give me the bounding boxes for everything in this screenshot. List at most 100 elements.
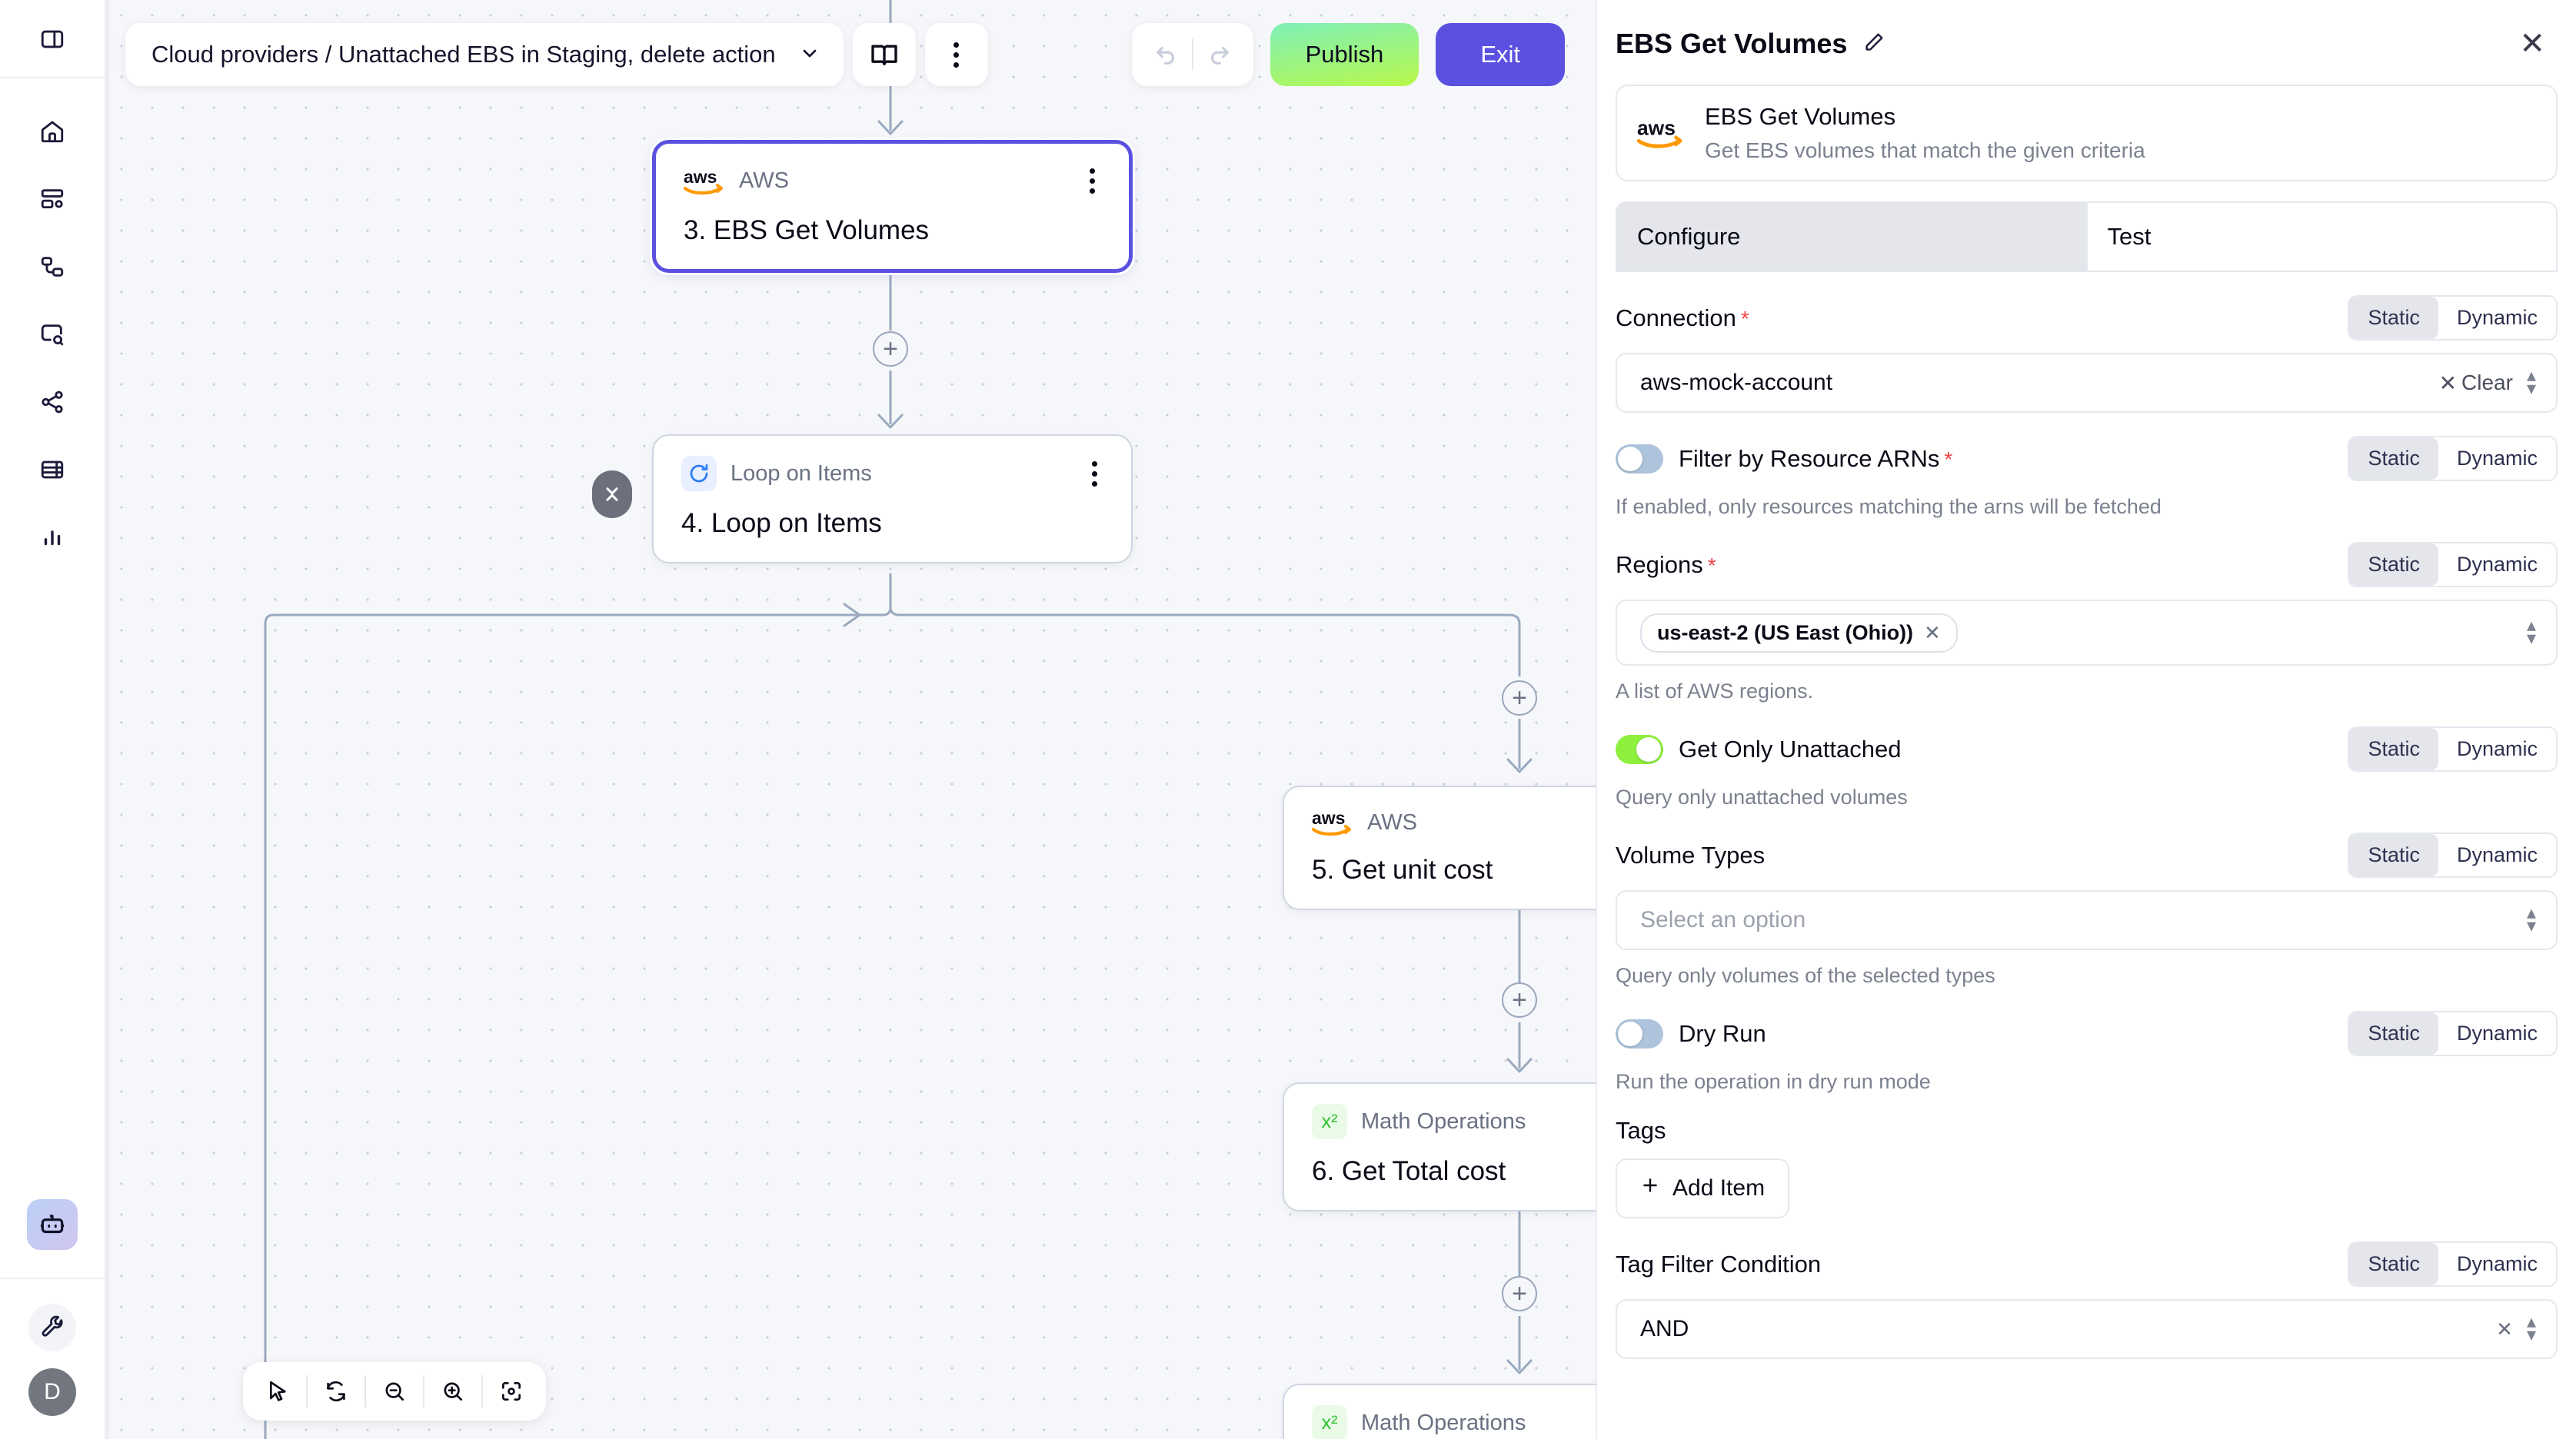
panel-form-body: Connection* Static Dynamic aws-mock-acco… <box>1597 272 2576 1439</box>
svg-text:aws: aws <box>1312 808 1345 828</box>
get-only-unattached-label-wrap: Get Only Unattached <box>1616 734 1902 764</box>
publish-button[interactable]: Publish <box>1270 23 1419 86</box>
plus-icon <box>1640 1175 1660 1201</box>
regions-multiselect[interactable]: us-east-2 (US East (Ohio)) ✕ ▴▾ <box>1616 600 2558 666</box>
auto-layout-icon[interactable] <box>308 1366 364 1417</box>
tab-configure[interactable]: Configure <box>1616 201 2088 272</box>
avatar[interactable]: D <box>28 1368 76 1416</box>
field-volume-types-label: Volume Types <box>1616 841 1766 869</box>
field-connection-label: Connection* <box>1616 304 1749 331</box>
home-icon[interactable] <box>32 111 73 152</box>
flow-node-loop-on-items[interactable]: Loop on Items 4. Loop on Items <box>652 434 1133 563</box>
aws-logo-icon: aws <box>683 166 725 197</box>
field-dry-run: Dry Run Static Dynamic Run the operation… <box>1616 988 2558 1094</box>
flow-node-get-total-cost[interactable]: x² Math Operations 6. Get Total cost <box>1283 1082 1596 1211</box>
workflow-canvas[interactable]: Cloud providers / Unattached EBS in Stag… <box>106 0 1596 1439</box>
mode-dynamic-button[interactable]: Dynamic <box>2456 843 2538 866</box>
add-item-button[interactable]: Add Item <box>1616 1158 1790 1218</box>
chevron-updown-icon[interactable]: ▴▾ <box>2526 615 2536 649</box>
required-asterisk: * <box>1944 447 1953 471</box>
mode-dynamic-button[interactable]: Dynamic <box>2456 737 2538 760</box>
mode-dynamic-button[interactable]: Dynamic <box>2456 1252 2538 1275</box>
cursor-icon[interactable] <box>249 1366 306 1417</box>
dry-run-toggle[interactable] <box>1616 1019 1663 1049</box>
panel-node-card-text: EBS Get Volumes Get EBS volumes that mat… <box>1705 103 2145 163</box>
mode-static-button[interactable]: Static <box>2349 543 2438 586</box>
breadcrumb[interactable]: Cloud providers / Unattached EBS in Stag… <box>125 23 844 86</box>
mode-static-button[interactable]: Static <box>2349 834 2438 876</box>
chevron-updown-icon[interactable]: ▴▾ <box>2526 365 2536 399</box>
mode-dynamic-button[interactable]: Dynamic <box>2456 447 2538 470</box>
fit-view-icon[interactable] <box>483 1366 540 1417</box>
filter-arns-label-wrap: Filter by Resource ARNs* <box>1616 444 1952 474</box>
kebab-menu-icon[interactable] <box>924 23 988 86</box>
mode-static-button[interactable]: Static <box>2349 728 2438 770</box>
get-only-unattached-toggle[interactable] <box>1616 734 1663 764</box>
share-network-icon[interactable] <box>32 381 73 423</box>
chevron-updown-icon[interactable]: ▴▾ <box>2526 1311 2536 1345</box>
panel-node-card-subtitle: Get EBS volumes that match the given cri… <box>1705 138 2145 162</box>
volume-types-hint: Query only volumes of the selected types <box>1616 964 1995 987</box>
svg-text:aws: aws <box>1637 116 1676 139</box>
region-chip[interactable]: us-east-2 (US East (Ohio)) ✕ <box>1640 613 1958 653</box>
search-chat-icon[interactable] <box>32 314 73 355</box>
table-icon[interactable] <box>32 449 73 490</box>
panel-toggle-icon[interactable] <box>32 18 73 60</box>
connection-controls: ✕ Clear ▴▾ <box>2439 365 2536 399</box>
chevron-updown-icon[interactable]: ▴▾ <box>2526 902 2536 936</box>
filter-arns-mode-toggle: Static Dynamic <box>2348 436 2558 481</box>
node-kebab-icon[interactable] <box>1080 164 1104 198</box>
tab-test[interactable]: Test <box>2087 201 2558 272</box>
add-node-button[interactable]: + <box>1502 1276 1537 1311</box>
flow-node-get-unit-cost[interactable]: aws AWS 5. Get unit cost <box>1283 786 1596 910</box>
volume-types-select[interactable]: Select an option ▴▾ <box>1616 890 2558 950</box>
undo-icon[interactable] <box>1141 29 1192 80</box>
field-tags: Tags Add Item <box>1616 1094 2558 1218</box>
mode-static-button[interactable]: Static <box>2349 1012 2438 1055</box>
node-kebab-icon[interactable] <box>1083 457 1107 491</box>
pencil-icon[interactable] <box>1862 31 1885 58</box>
zoom-out-icon[interactable] <box>366 1366 423 1417</box>
required-asterisk: * <box>1740 306 1749 331</box>
node-title: 3. EBS Get Volumes <box>684 215 930 245</box>
close-icon[interactable]: ✕ <box>2519 27 2545 61</box>
math-icon: x² <box>1312 1405 1347 1439</box>
zoom-in-icon[interactable] <box>424 1366 481 1417</box>
field-filter-arns-row: Filter by Resource ARNs* Static Dynamic <box>1616 436 2558 481</box>
add-node-button[interactable]: + <box>1502 982 1537 1018</box>
flow-node-ebs-get-volumes[interactable]: aws AWS 3. EBS Get Volumes <box>652 140 1133 273</box>
dry-run-mode-toggle: Static Dynamic <box>2348 1011 2558 1056</box>
robot-icon[interactable] <box>27 1199 78 1250</box>
remove-chip-icon[interactable]: ✕ <box>1924 620 1941 644</box>
connection-select[interactable]: aws-mock-account ✕ Clear ▴▾ <box>1616 353 2558 413</box>
canvas-bottom-toolbar <box>243 1362 546 1421</box>
exit-button[interactable]: Exit <box>1436 23 1565 86</box>
mode-static-button[interactable]: Static <box>2349 297 2438 339</box>
dry-run-label: Dry Run <box>1679 1019 1766 1047</box>
node-type-label: AWS <box>739 168 789 193</box>
node-title: 5. Get unit cost <box>1312 855 1493 885</box>
add-node-button[interactable]: + <box>1502 680 1537 716</box>
connection-value: aws-mock-account <box>1640 370 1833 395</box>
rail-bottom-section: D <box>0 1199 105 1439</box>
wrench-icon[interactable] <box>28 1304 76 1351</box>
tag-filter-condition-select[interactable]: AND ✕ ▴▾ <box>1616 1299 2558 1359</box>
node-title: 4. Loop on Items <box>681 508 882 538</box>
mode-dynamic-button[interactable]: Dynamic <box>2456 306 2538 329</box>
dashboard-settings-icon[interactable] <box>32 178 73 220</box>
clear-button[interactable]: ✕ Clear <box>2439 371 2513 396</box>
bar-chart-icon[interactable] <box>32 517 73 558</box>
mode-static-button[interactable]: Static <box>2349 1243 2438 1285</box>
workflows-icon[interactable] <box>32 246 73 287</box>
mode-dynamic-button[interactable]: Dynamic <box>2456 1022 2538 1045</box>
book-icon[interactable] <box>852 23 916 86</box>
redo-icon[interactable] <box>1193 29 1244 80</box>
flow-node-math-operations-partial[interactable]: x² Math Operations <box>1283 1384 1596 1439</box>
clear-icon[interactable]: ✕ <box>2496 1317 2513 1341</box>
toggle-knob <box>1618 446 1642 471</box>
mode-static-button[interactable]: Static <box>2349 437 2438 480</box>
filter-arns-toggle[interactable] <box>1616 444 1663 474</box>
collapse-loop-button[interactable] <box>592 470 632 518</box>
mode-dynamic-button[interactable]: Dynamic <box>2456 553 2538 576</box>
add-node-button[interactable]: + <box>873 331 908 367</box>
